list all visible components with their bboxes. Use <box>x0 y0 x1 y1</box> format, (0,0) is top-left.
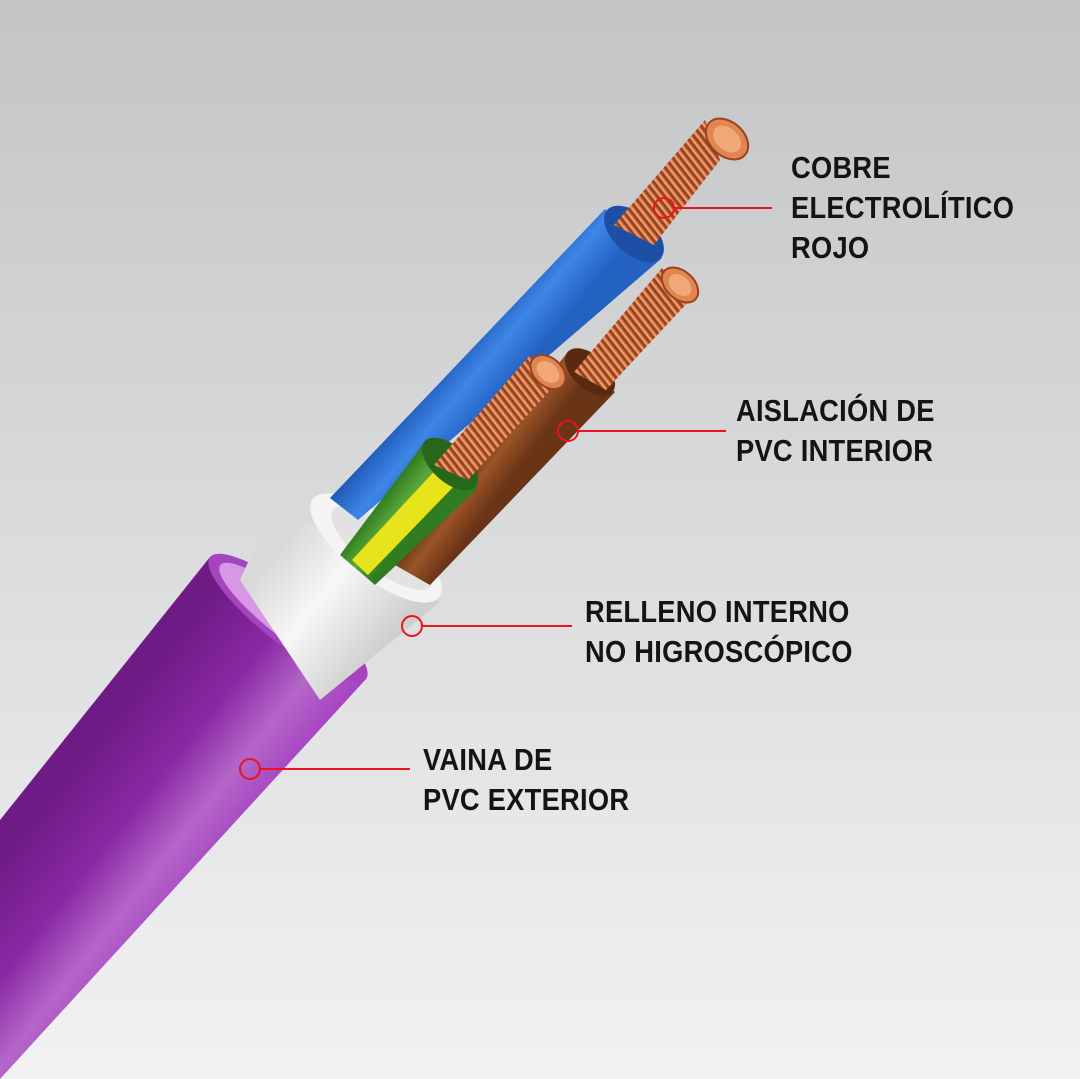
pointer-outer-sheath <box>239 758 410 780</box>
label-line: ROJO <box>791 230 870 265</box>
brown-conductor <box>395 266 700 585</box>
label-line: RELLENO INTERNO <box>585 594 850 629</box>
green-yellow-conductor <box>340 354 567 585</box>
label-line: NO HIGROSCÓPICO <box>585 634 853 669</box>
pointer-filler <box>401 615 572 637</box>
label-line: VAINA DE <box>423 742 553 777</box>
label-outer-sheath: VAINA DE PVC EXTERIOR <box>423 740 629 820</box>
label-line: PVC EXTERIOR <box>423 782 630 817</box>
blue-conductor <box>330 117 750 520</box>
label-inner-insulation: AISLACIÓN DE PVC INTERIOR <box>736 391 935 471</box>
label-line: PVC INTERIOR <box>736 433 934 468</box>
label-filler: RELLENO INTERNO NO HIGROSCÓPICO <box>585 592 853 672</box>
pointer-copper <box>653 197 772 219</box>
pointer-inner-insulation <box>557 420 726 442</box>
label-line: COBRE <box>791 150 891 185</box>
label-line: ELECTROLÍTICO <box>791 190 1015 225</box>
label-line: AISLACIÓN DE <box>736 393 935 428</box>
label-copper: COBRE ELECTROLÍTICO ROJO <box>791 148 1014 268</box>
